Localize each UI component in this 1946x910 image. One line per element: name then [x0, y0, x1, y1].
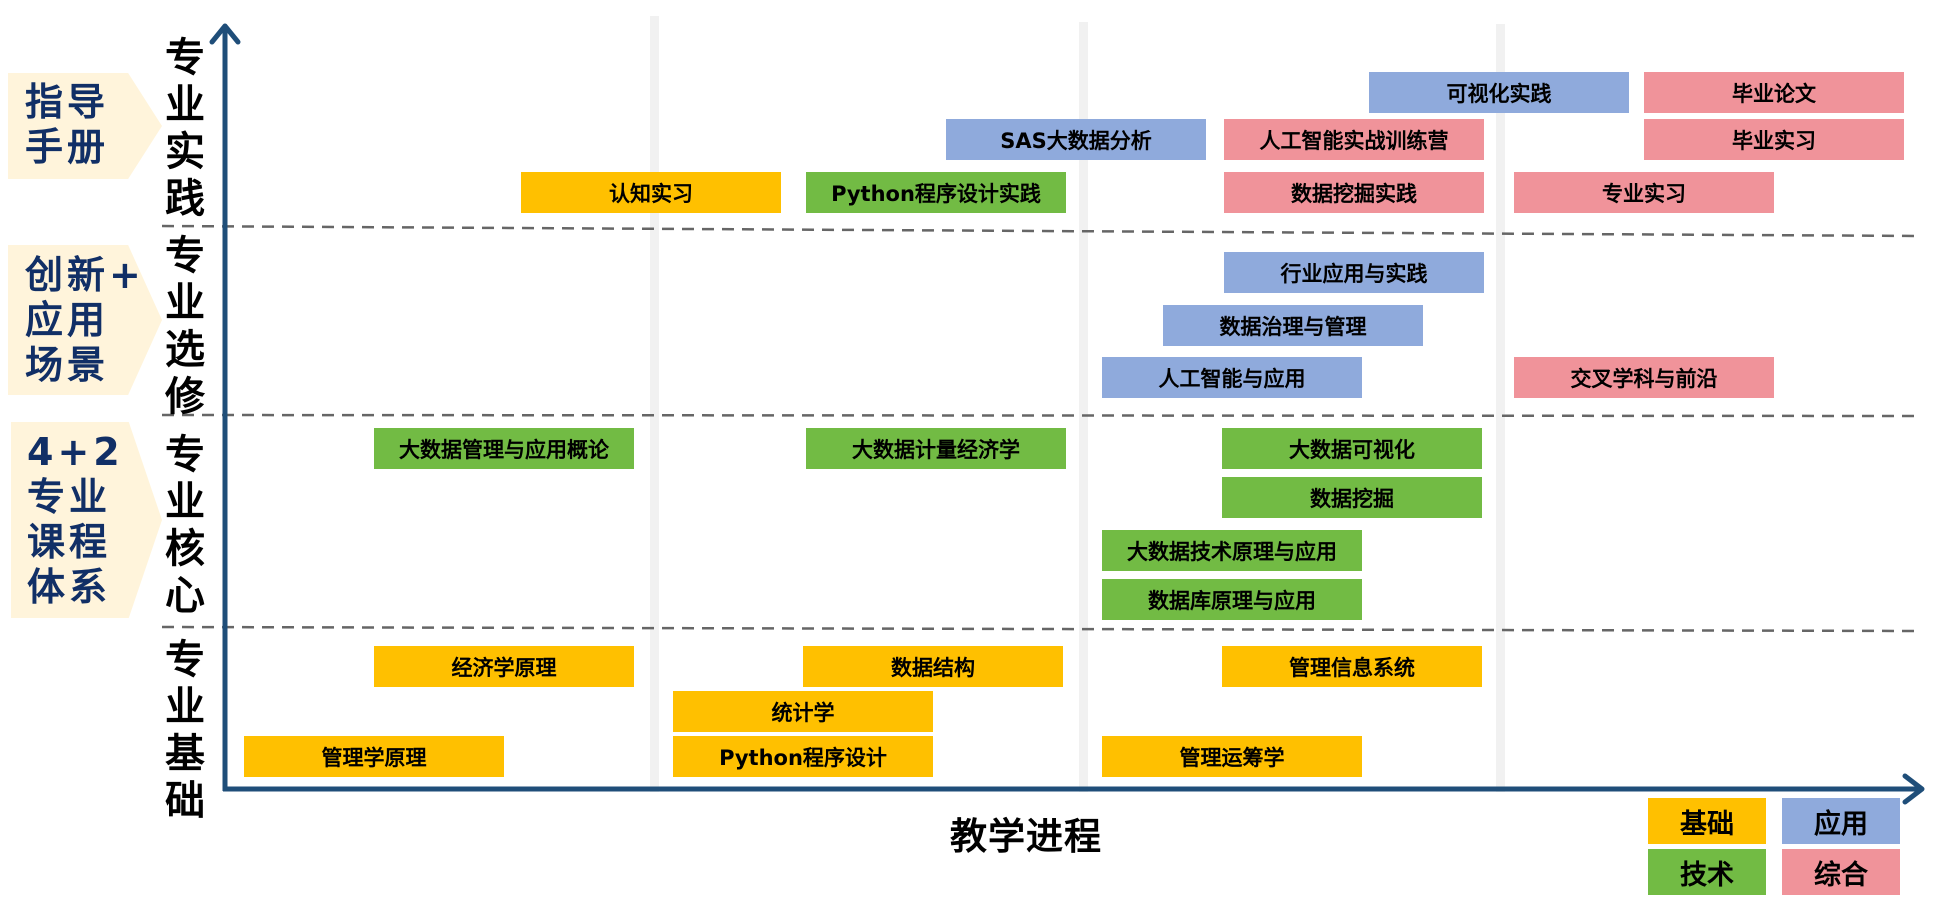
- course-bar: 专业实习: [1514, 172, 1774, 213]
- section-label-elective: 专业选修: [165, 233, 205, 420]
- y-axis-arrow-icon: [209, 23, 241, 45]
- course-bar: 人工智能实战训练营: [1224, 119, 1484, 160]
- course-bar: 数据结构: [803, 646, 1063, 687]
- course-bar: 大数据管理与应用概论: [374, 428, 634, 469]
- course-bar: 经济学原理: [374, 646, 634, 687]
- side-note-guide: [8, 73, 162, 179]
- course-bar: 数据挖掘实践: [1224, 172, 1484, 213]
- course-bar: 毕业论文: [1644, 72, 1904, 113]
- section-label-core: 专业核心: [165, 432, 205, 619]
- side-note-curriculum: [11, 422, 162, 618]
- course-bar: 数据挖掘: [1222, 477, 1482, 518]
- x-axis-label: 教学进程: [950, 815, 1102, 858]
- course-bar: 管理运筹学: [1102, 736, 1362, 777]
- legend-item-foundation: 基础: [1648, 798, 1766, 844]
- legend-item-application: 应用: [1782, 798, 1900, 844]
- course-bar: 数据治理与管理: [1163, 305, 1423, 346]
- course-bar: 管理学原理: [244, 736, 504, 777]
- course-bar: 统计学: [673, 691, 933, 732]
- section-divider: [161, 625, 1921, 633]
- section-label-foundation: 专业基础: [165, 637, 205, 824]
- phase-divider: [1496, 24, 1505, 792]
- section-divider: [161, 413, 1921, 418]
- side-note-guide-text: 指导 手册: [25, 80, 110, 169]
- course-bar: SAS大数据分析: [946, 119, 1206, 160]
- section-label-practice: 专业实践: [165, 35, 205, 222]
- course-bar: Python程序设计: [673, 736, 933, 777]
- x-axis-arrow-icon: [1902, 773, 1925, 805]
- course-bar: 可视化实践: [1369, 72, 1629, 113]
- course-bar: 人工智能与应用: [1102, 357, 1362, 398]
- side-note-curriculum-text: 4+2 专业 课程 体系: [27, 430, 124, 609]
- course-bar: 毕业实习: [1644, 119, 1904, 160]
- section-divider: [161, 224, 1921, 238]
- legend-item-comprehensive: 综合: [1782, 849, 1900, 895]
- phase-divider: [1079, 22, 1088, 792]
- y-axis: [209, 23, 241, 791]
- side-note-innovation-text: 创新+ 应用 场景: [25, 253, 145, 387]
- course-bar: 行业应用与实践: [1224, 252, 1484, 293]
- course-bar: 认知实习: [521, 172, 781, 213]
- course-bar: 管理信息系统: [1222, 646, 1482, 687]
- x-axis: [223, 773, 1925, 805]
- course-bar: 大数据可视化: [1222, 428, 1482, 469]
- legend-item-technology: 技术: [1648, 849, 1766, 895]
- course-bar: Python程序设计实践: [806, 172, 1066, 213]
- course-bar: 交叉学科与前沿: [1514, 357, 1774, 398]
- course-bar: 大数据技术原理与应用: [1102, 530, 1362, 571]
- course-bar: 大数据计量经济学: [806, 428, 1066, 469]
- side-note-innovation: [8, 245, 162, 395]
- course-bar: 数据库原理与应用: [1102, 579, 1362, 620]
- phase-divider: [650, 16, 659, 792]
